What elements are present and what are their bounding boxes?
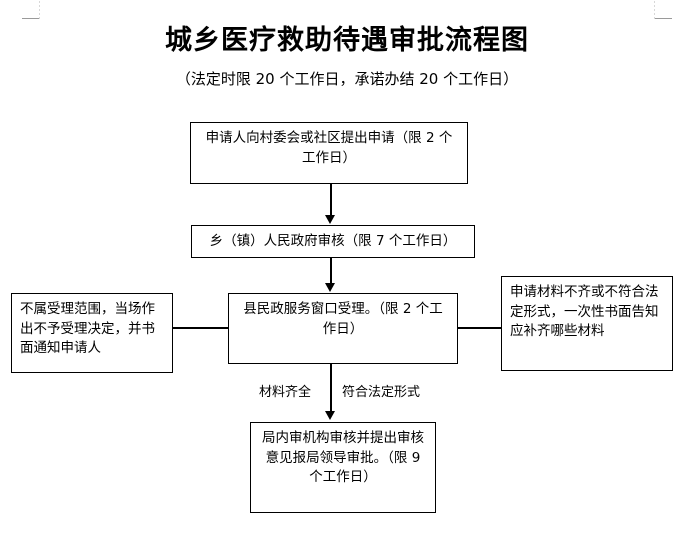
flow-node-incomplete-materials-notice: 申请材料不齐或不符合法定形式，一次性书面告知应补齐哪些材料 — [501, 276, 673, 371]
flow-node-township-review: 乡（镇）人民政府审核（限 7 个工作日） — [191, 225, 475, 258]
arrow-down-icon — [324, 283, 335, 292]
flow-node-label: 乡（镇）人民政府审核（限 7 个工作日） — [209, 232, 457, 249]
document-title: 城乡医疗救助待遇审批流程图 — [165, 25, 529, 56]
connector-township-to-window-line — [330, 258, 332, 285]
connector-window-to-internal-line — [330, 364, 332, 412]
flow-node-label: 申请材料不齐或不符合法定形式，一次性书面告知应补齐哪些材料 — [510, 284, 659, 340]
page-corner-mark-top-left — [22, 1, 40, 19]
corner-vertical-rule — [654, 1, 655, 19]
flow-node-label: 局内审机构审核并提出审核意见报局领导审批。（限 9 个工作日） — [262, 430, 424, 486]
arrow-down-icon — [324, 411, 335, 420]
flow-node-label: 县民政服务窗口受理。（限 2 个工作日） — [243, 301, 443, 337]
corner-vertical-rule — [39, 1, 40, 19]
flow-node-out-of-scope-rejection: 不属受理范围，当场作出不予受理决定，并书面通知申请人 — [11, 293, 173, 373]
edge-label-legal-form: 符合法定形式 — [342, 385, 421, 400]
document-subtitle: （法定时限 20 个工作日，承诺办结 20 个工作日） — [175, 70, 519, 88]
flow-node-label: 不属受理范围，当场作出不予受理决定，并书面通知申请人 — [20, 301, 155, 357]
arrow-down-icon — [324, 215, 335, 224]
connector-window-to-rejection-line — [173, 327, 229, 329]
corner-horizontal-rule — [22, 18, 40, 19]
flow-node-county-service-window: 县民政服务窗口受理。（限 2 个工作日） — [228, 293, 458, 364]
edge-label-materials-complete: 材料齐全 — [259, 385, 312, 400]
connector-apply-to-township-line — [330, 184, 332, 217]
flow-node-internal-audit-approval: 局内审机构审核并提出审核意见报局领导审批。（限 9 个工作日） — [250, 422, 436, 513]
flow-node-label: 申请人向村委会或社区提出申请（限 2 个工作日） — [205, 130, 453, 166]
page-corner-mark-top-right — [654, 1, 672, 19]
flow-node-applicant-submits: 申请人向村委会或社区提出申请（限 2 个工作日） — [190, 122, 468, 184]
connector-window-to-incomplete-line — [458, 327, 502, 329]
